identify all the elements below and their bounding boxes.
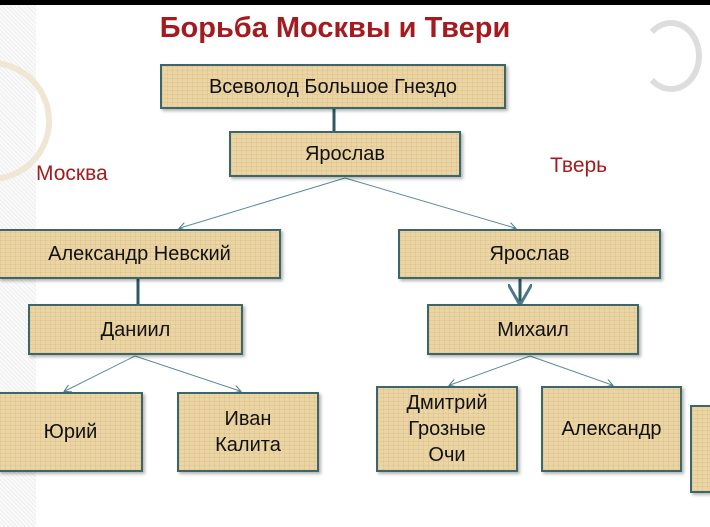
moscow-label: Москва [36,162,108,185]
connector-arrow [450,355,531,385]
node-vsevolod: Всеволод Большое Гнездо [160,64,506,109]
node-mikhail: Михаил [427,304,639,355]
node-yaroslav: Ярослав [229,131,461,177]
node-alexander-nevsky: Александр Невский [0,229,281,279]
connector-arrow [134,355,240,391]
node-dmitry: Дмитрий Грозные Очи [376,386,518,472]
node-yuri: Юрий [0,392,143,472]
decorative-arc [640,20,702,92]
connector-arrow [65,355,136,391]
connector-arrow [529,355,612,385]
top-bar [0,0,710,5]
node-ivan-kalita: Иван Калита [177,392,319,472]
slide-title: Борьба Москвы и Твери [159,12,511,44]
node-daniil: Даниил [28,304,243,355]
node-yaroslav-tver: Ярослав [398,229,661,279]
node-partial [690,405,710,493]
connector-arrow [344,177,515,228]
connector-arrow [180,177,346,228]
tver-label: Тверь [550,154,608,177]
node-alexander: Александр [541,386,682,472]
